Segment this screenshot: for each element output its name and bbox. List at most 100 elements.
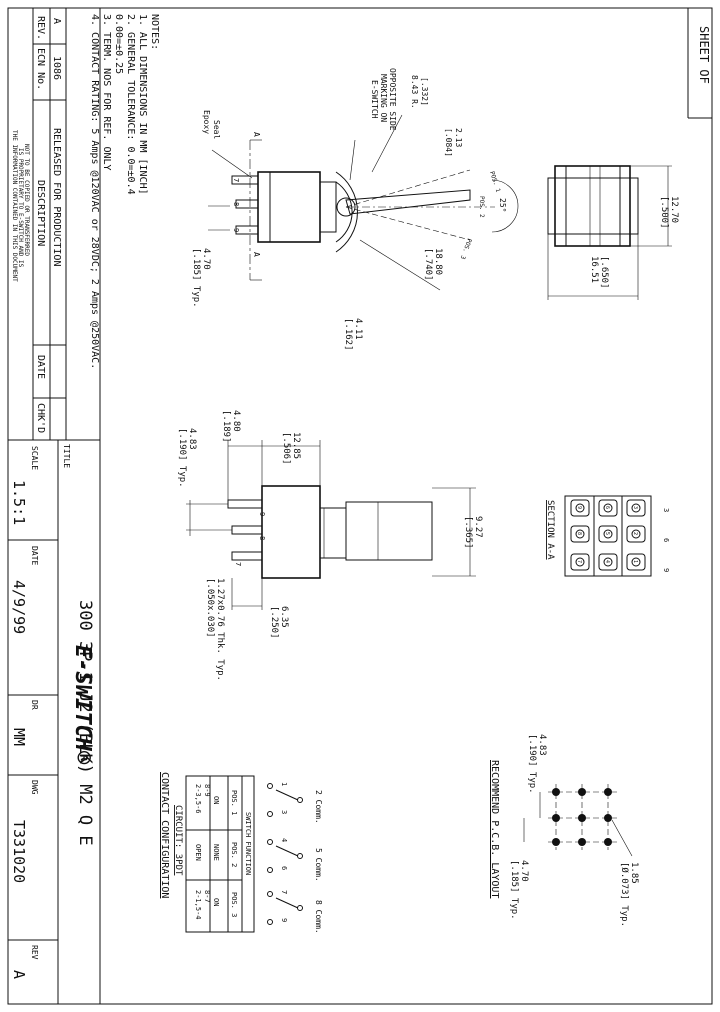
throw-contact	[267, 867, 273, 873]
switch-blade	[275, 845, 299, 857]
dim-1270-inch: [.500]	[659, 196, 669, 229]
pos1-label: POS. 1	[488, 170, 501, 193]
section-contact	[575, 503, 585, 513]
throw-contact	[267, 919, 273, 925]
epoxy-label: Epoxy	[202, 110, 211, 134]
dim-480-inch: [.189]	[221, 410, 231, 443]
dr-value: MM	[10, 728, 28, 746]
dim-213: 2.13	[454, 128, 463, 147]
throw-contact	[267, 891, 273, 897]
table-cell: 2-3,5-68-9	[194, 784, 211, 814]
radius-dim: 8.43 R.	[410, 75, 419, 109]
front-view-cap	[345, 501, 433, 561]
dim-1285-inch: [.506]	[281, 432, 291, 465]
dim-213-inch: [.084]	[444, 128, 453, 157]
term-number: 9	[280, 918, 288, 922]
section-contact	[631, 503, 641, 513]
section-contact	[575, 557, 585, 567]
date-value: 4/9/99	[10, 580, 28, 634]
notes-block: NOTES: 1. ALL DIMENSIONS IN MM [INCH] 2.…	[89, 14, 160, 369]
dim-1285: 12.85	[291, 432, 301, 459]
dim-1880-inch: [.740]	[423, 248, 433, 281]
section-cell-label: 3	[632, 506, 638, 509]
section-cell	[598, 525, 618, 543]
rev-value: A	[51, 18, 62, 24]
section-cell-label: 2	[632, 532, 638, 535]
date-label: DATE	[30, 546, 39, 565]
switch-blade	[275, 789, 299, 801]
section-cell-label: 8	[576, 532, 582, 535]
throw-contact	[267, 839, 273, 845]
switch-function-title: SWITCH FUNCTION	[244, 812, 252, 875]
confidential-line: THE INFORMATION CONTAINED IN THIS DOCUME…	[11, 130, 18, 282]
rev-header: REV.	[35, 16, 46, 40]
front-terminal-8	[231, 525, 263, 535]
rev-value: A	[10, 970, 28, 979]
confidential-line: NOT TO BE COPIED OR TRANSFERRED	[23, 144, 30, 256]
section-cell	[626, 553, 646, 571]
throw-contact	[267, 783, 273, 789]
scale-value: 1.5:1	[10, 480, 28, 525]
scale-label: SCALE	[30, 446, 39, 470]
pcb-hole	[578, 814, 586, 822]
contact-configuration: CONTACT CONFIGURATION CIRCUIT: 3PDT SWIT…	[159, 772, 323, 934]
section-cell-label: 7	[576, 560, 582, 563]
section-contact	[603, 529, 613, 539]
front-term-8: 8	[258, 536, 266, 540]
term-label-7: 7	[232, 178, 240, 182]
dim-483: 4.83	[187, 428, 197, 450]
dim-635: 6.35	[279, 606, 289, 628]
note-item: 2. GENERAL TOLERANCE: 0.0=±0.4	[125, 14, 136, 195]
dim-470-inch: [.185] Typ.	[191, 248, 201, 308]
pcb-layout: RECOMMEND P.C.B. LAYOUT 4.83 [.190] Typ.…	[489, 734, 639, 927]
front-view-body	[261, 485, 321, 579]
dwg-value: T331020	[10, 820, 28, 883]
pos3-label: POS. 3	[459, 237, 473, 260]
pcb-label: RECOMMEND P.C.B. LAYOUT	[489, 760, 500, 898]
rev-label: REV	[30, 945, 39, 960]
front-terminal-9	[231, 551, 263, 561]
section-cell	[626, 499, 646, 517]
pcb-dim-483: 4.83	[537, 734, 547, 756]
table-cell: ON	[212, 898, 220, 906]
dim-1651-inch: [.650]	[599, 256, 609, 289]
section-contact	[603, 503, 613, 513]
section-contact	[575, 529, 585, 539]
term-number: 6	[280, 866, 288, 870]
title-label: TITLE	[62, 444, 71, 468]
marking-label: E-SWITCH	[370, 80, 379, 119]
section-cell-label: 4	[604, 560, 610, 563]
comm-label: 5 Comm.	[314, 848, 323, 882]
description-header: DESCRIPTION	[35, 180, 46, 246]
switch-function-table	[185, 775, 255, 933]
front-term-9: 9	[258, 512, 266, 516]
pcb-dim-470: 4.70	[519, 860, 529, 882]
section-cell-label: 5	[604, 532, 610, 535]
section-mark-bottom: A	[252, 252, 261, 257]
contact-config-label: CONTACT CONFIGURATION	[159, 772, 170, 898]
pcb-dim-185-inch: [Ø.073] Typ.	[619, 862, 630, 927]
switch-blade	[275, 897, 299, 909]
marking-label: OPPOSITE SIDE	[388, 68, 397, 131]
section-contact	[631, 529, 641, 539]
dim-127-inch: [.050x.030]	[205, 578, 215, 638]
section-cell	[598, 499, 618, 517]
comm-label: 8 Comm.	[314, 900, 323, 934]
term-label-9: 9	[232, 228, 240, 232]
comm-contact	[297, 797, 303, 803]
dim-1651: 16.51	[589, 256, 599, 283]
dim-635-inch: [.250]	[269, 606, 279, 639]
pcb-dim-470-inch: [.185] Typ.	[509, 860, 519, 920]
table-cell: ON	[212, 796, 220, 804]
table-cell: 2-1,5-48-7	[194, 890, 211, 920]
section-cell	[570, 499, 590, 517]
term-number: 4	[280, 838, 288, 842]
side-view: 7 8 9 A A Epoxy Seal E-SWITCH MARKING ON…	[191, 68, 519, 351]
section-side-num: 6	[662, 538, 670, 542]
section-cell	[570, 553, 590, 571]
section-side-num: 3	[662, 508, 670, 512]
table-header: POS. 3	[230, 892, 238, 917]
section-cell	[570, 525, 590, 543]
